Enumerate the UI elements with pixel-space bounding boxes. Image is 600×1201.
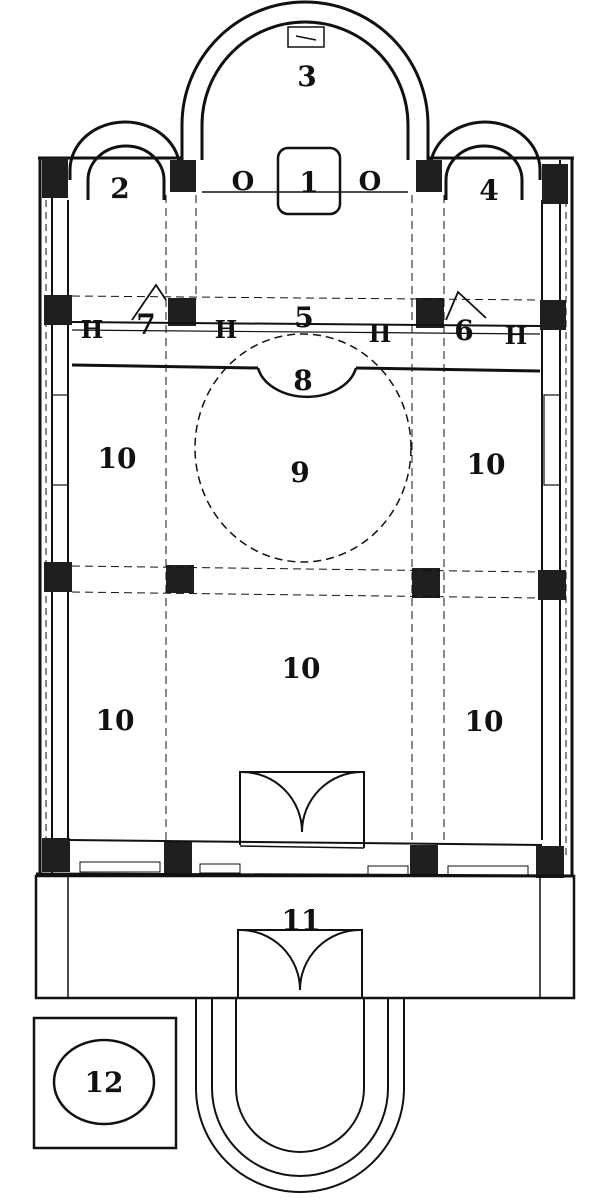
label-3: 3 bbox=[297, 60, 316, 93]
vault-line-mid-a bbox=[71, 565, 541, 573]
apse-window-mark bbox=[295, 35, 317, 41]
apse-window bbox=[287, 26, 325, 48]
narthex-outline bbox=[34, 874, 576, 1000]
side-window-right bbox=[543, 394, 561, 486]
pillar-east-left bbox=[170, 160, 196, 192]
ambon-arc bbox=[256, 367, 358, 399]
narthex-door-leaves bbox=[239, 929, 361, 991]
label-10-north-west: 10 bbox=[98, 442, 137, 475]
baptistery-frame bbox=[32, 1016, 178, 1150]
label-1: 1 bbox=[299, 166, 318, 199]
label-4: 4 bbox=[479, 174, 498, 207]
side-apse-left-inner bbox=[86, 144, 166, 200]
side-apse-left-outer bbox=[68, 120, 182, 180]
porch-arch-outer bbox=[195, 998, 405, 1193]
baptistery-circle bbox=[52, 1038, 156, 1126]
main-apse-outer bbox=[180, 0, 430, 160]
main-door-threshold bbox=[239, 845, 365, 849]
chapel-door-right bbox=[445, 290, 487, 321]
main-door-frame bbox=[239, 771, 365, 848]
mark-o-left: O bbox=[232, 167, 255, 197]
pillar-west-far-left bbox=[42, 838, 70, 872]
side-apse-right-inner bbox=[444, 144, 524, 200]
label-10-center: 10 bbox=[282, 652, 321, 685]
pillar-iconostasis-far-left bbox=[44, 295, 72, 325]
label-12: 12 bbox=[85, 1066, 124, 1099]
porch-arch-inner bbox=[235, 998, 365, 1153]
pillar-middle-right bbox=[412, 568, 440, 598]
label-10-south-west: 10 bbox=[96, 704, 135, 737]
iconostasis-line-a bbox=[71, 321, 541, 327]
mark-h-2: H bbox=[215, 315, 238, 344]
pillar-east-right bbox=[416, 160, 442, 192]
side-window-left bbox=[51, 394, 69, 486]
label-10-south-east: 10 bbox=[465, 705, 504, 738]
pillar-middle-far-left bbox=[44, 562, 72, 592]
soleas-line-right bbox=[355, 366, 541, 373]
label-11: 11 bbox=[282, 904, 321, 937]
mark-h-4: H bbox=[505, 321, 528, 350]
pillar-iconostasis-far-right bbox=[540, 300, 566, 330]
dome-circle bbox=[194, 333, 412, 563]
west-wall-window-mid-2 bbox=[367, 865, 409, 876]
soleas-line-left bbox=[71, 363, 259, 370]
iconostasis-line-b bbox=[71, 329, 541, 335]
vault-line-mid-b bbox=[71, 591, 541, 599]
label-7: 7 bbox=[136, 308, 155, 341]
mark-h-3: H bbox=[369, 319, 392, 348]
pillar-middle-left bbox=[166, 565, 194, 593]
altar-table bbox=[276, 146, 342, 216]
pillar-iconostasis-right bbox=[416, 298, 444, 328]
label-10-north-east: 10 bbox=[467, 448, 506, 481]
pillar-middle-far-right bbox=[538, 570, 566, 600]
main-apse-inner bbox=[200, 20, 410, 160]
west-wall-window-mid bbox=[199, 863, 241, 874]
side-apse-right-outer bbox=[428, 120, 542, 180]
main-door-leaves bbox=[241, 771, 363, 833]
west-wall-window-left bbox=[79, 861, 161, 873]
pillar-west-far-right bbox=[536, 846, 564, 878]
label-5: 5 bbox=[294, 301, 313, 334]
pillar-west-left bbox=[164, 842, 192, 874]
label-8: 8 bbox=[293, 364, 312, 397]
west-wall-a bbox=[67, 839, 543, 846]
pillar-east-far-left bbox=[42, 158, 68, 198]
pillar-west-right bbox=[410, 845, 438, 875]
mark-h-1: H bbox=[81, 315, 104, 344]
label-2: 2 bbox=[110, 172, 129, 205]
narthex-door-frame bbox=[237, 929, 363, 998]
label-6: 6 bbox=[454, 314, 473, 347]
chapel-door-left bbox=[131, 283, 167, 321]
porch-arch-middle bbox=[211, 998, 389, 1177]
pillar-iconostasis-left bbox=[168, 298, 196, 326]
mark-o-right: O bbox=[359, 167, 382, 197]
vault-line-top bbox=[71, 295, 541, 301]
label-9: 9 bbox=[290, 456, 309, 489]
pillar-east-far-right bbox=[542, 164, 568, 204]
